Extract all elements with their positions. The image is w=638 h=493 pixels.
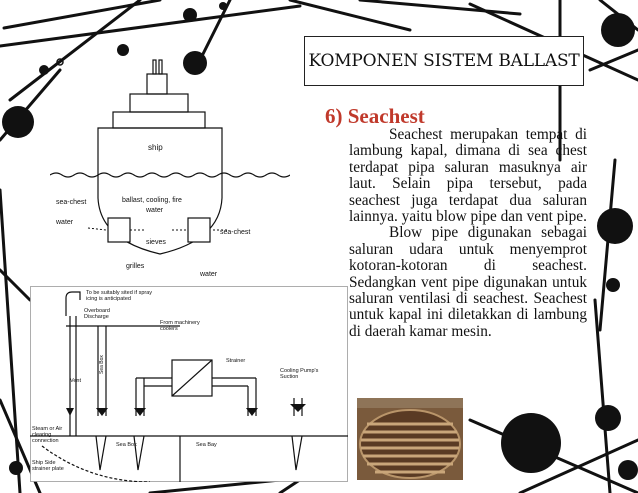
slide-title: KOMPONEN SISTEM BALLAST — [308, 51, 580, 71]
deco-line — [0, 188, 22, 493]
mast — [152, 59, 157, 75]
label-machinery2: coolers — [160, 326, 178, 332]
valve-icon — [246, 408, 258, 416]
superstructure — [112, 111, 206, 129]
deco-ring — [56, 58, 64, 66]
label-ship-side: Ship Side — [32, 460, 56, 466]
deco-line — [593, 298, 612, 493]
deco-circle — [2, 106, 34, 138]
label-strainer: Strainer — [226, 358, 245, 364]
deco-circle — [9, 461, 23, 475]
label-sieves: sieves — [146, 239, 166, 246]
label-sea-chest-left: sea-chest — [56, 199, 86, 206]
valve-icon — [96, 408, 108, 416]
label-overboard2: Discharge — [84, 314, 109, 320]
deco-circle — [618, 460, 638, 480]
label-spray2: icing is anticipated — [86, 296, 131, 302]
mast — [158, 59, 163, 75]
label-spray: To be suitably sited if spray — [86, 290, 152, 296]
deco-circle — [219, 2, 227, 10]
bridge-top — [146, 73, 168, 95]
seachest-grille-photo — [357, 398, 463, 480]
hull-plate — [357, 398, 463, 408]
label-ship: ship — [148, 143, 163, 152]
deco-circle — [606, 278, 620, 292]
deco-line — [598, 158, 617, 332]
deco-circle — [601, 13, 635, 47]
valve-icon — [66, 408, 74, 416]
valve-icon — [290, 404, 306, 412]
label-ballast-water: water — [145, 207, 164, 214]
deco-line — [0, 268, 32, 302]
label-ballast: ballast, cooling, fire — [122, 197, 182, 204]
label-grilles: grilles — [126, 263, 145, 270]
seachest-pipe-schematic: To be suitably sited if spray icing is a… — [30, 286, 348, 482]
paragraph: Blow pipe digunakan sebagai saluran udar… — [349, 224, 587, 340]
deco-circle — [39, 65, 49, 75]
deco-circle — [183, 8, 197, 22]
hull — [97, 127, 223, 255]
flow-arrow — [87, 227, 107, 231]
deco-circle — [183, 51, 207, 75]
strainer-diagonal — [171, 359, 213, 397]
label-sea-box-vertical: Sea Box — [99, 355, 105, 374]
paragraph: Seachest merupakan tempat di lambung kap… — [349, 126, 587, 226]
ship-cross-section-diagram: ship sea-chest ballast, cooling, fire wa… — [50, 59, 290, 278]
deco-line — [198, 0, 232, 62]
deco-circle — [595, 405, 621, 431]
label-sea-bay: Sea Bay — [196, 442, 217, 448]
valve-icon — [134, 408, 146, 416]
grille-frame — [359, 409, 461, 479]
label-machinery: From machinery — [160, 320, 200, 326]
deco-circle — [117, 44, 129, 56]
discharge-pipe — [97, 326, 107, 416]
label-steam: Steam or Air — [32, 426, 62, 432]
label-cooling: Cooling Pump's — [280, 368, 319, 374]
sea-chest-box-left — [107, 217, 131, 243]
label-overboard: Overboard — [84, 308, 110, 314]
waterline — [50, 172, 290, 178]
deco-line — [288, 0, 412, 32]
deco-circle — [597, 208, 633, 244]
bridge — [129, 93, 189, 113]
label-steam3: connection — [32, 438, 59, 444]
deco-circle — [501, 413, 561, 473]
body-text: Seachest merupakan tempat di lambung kap… — [349, 126, 587, 340]
label-cooling2: Suction — [280, 374, 298, 380]
title-box: KOMPONEN SISTEM BALLAST — [304, 36, 584, 86]
label-sea-chest-right: sea-chest — [220, 229, 250, 236]
suction-nozzle — [95, 435, 303, 471]
deco-line — [8, 0, 142, 102]
label-strainer-plate: strainer plate — [32, 466, 64, 472]
deco-line — [2, 0, 162, 30]
strainer-plate — [41, 445, 151, 482]
deco-line — [588, 48, 638, 72]
label-water-left: water — [55, 219, 74, 226]
label-sea-box: Sea Box — [116, 442, 137, 448]
deco-line — [0, 4, 302, 48]
section-heading: 6) Seachest — [325, 104, 425, 128]
label-water-bottom: water — [199, 271, 218, 278]
spray-pipe — [65, 291, 81, 316]
label-vent: Vent — [70, 378, 81, 384]
label-steam2: clearing — [32, 432, 51, 438]
deco-line — [358, 0, 522, 16]
sea-chest-box-right — [187, 217, 211, 243]
